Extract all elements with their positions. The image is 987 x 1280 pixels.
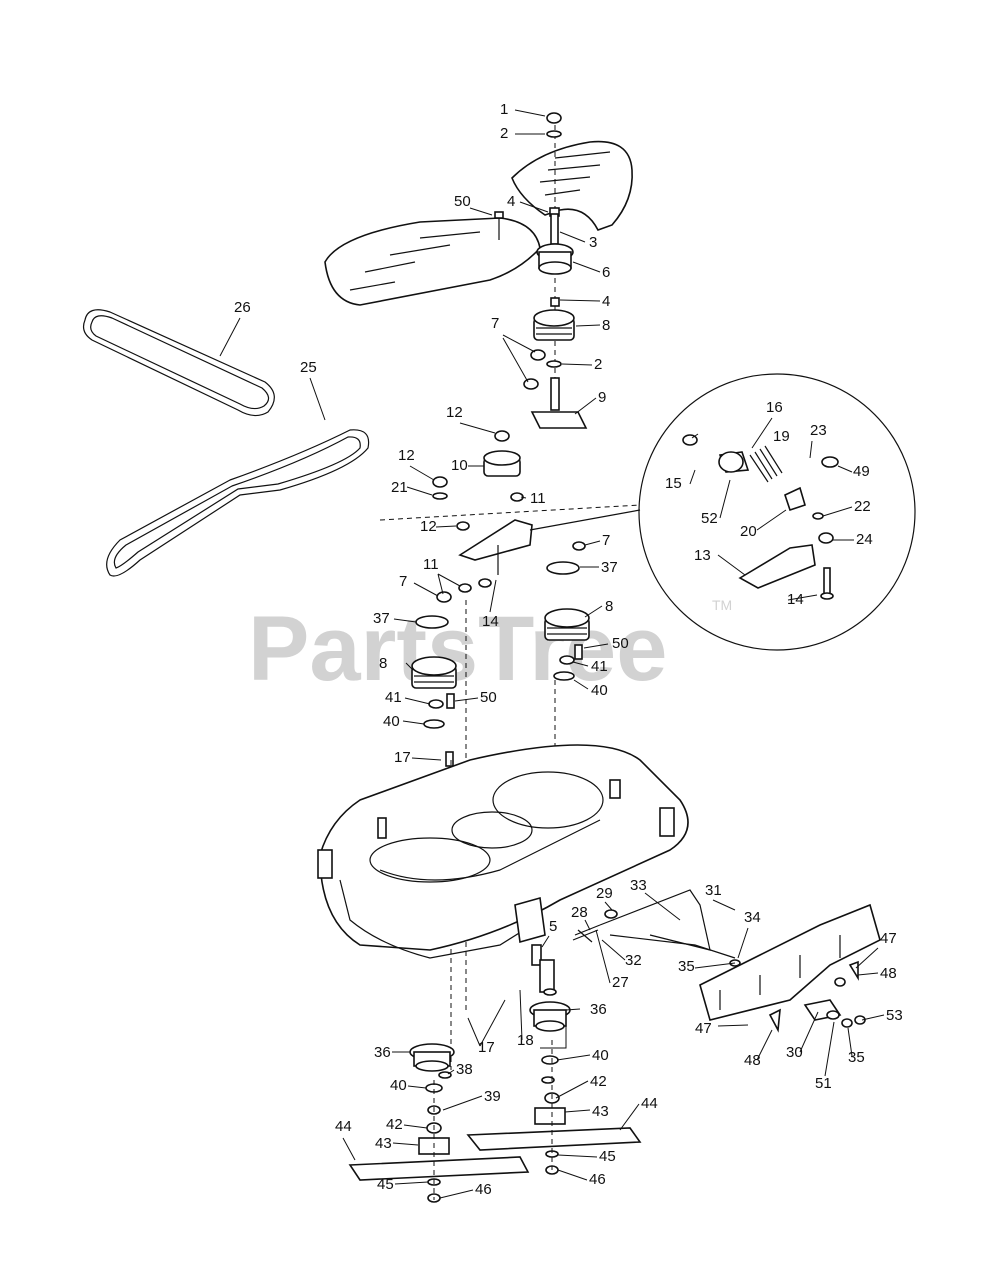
- callout: 48: [880, 965, 897, 982]
- callout: 17: [478, 1039, 495, 1056]
- callout: 15: [665, 475, 682, 492]
- callout: 35: [678, 958, 695, 975]
- belt-shield-right: [511, 140, 633, 231]
- callout: 12: [420, 518, 437, 535]
- callout: 34: [744, 909, 761, 926]
- callout: 41: [385, 689, 402, 706]
- callout: 46: [475, 1181, 492, 1198]
- callout: 21: [391, 479, 408, 496]
- callout: 37: [373, 610, 390, 627]
- callout: 12: [398, 447, 415, 464]
- callout: 47: [695, 1020, 712, 1037]
- center-spindle-assembly: [494, 112, 588, 429]
- callout: 3: [589, 234, 597, 251]
- callout: 53: [886, 1007, 903, 1024]
- callout: 2: [594, 356, 602, 373]
- lower-right-spindle: [466, 959, 642, 1175]
- callout: 40: [591, 682, 608, 699]
- callout: 12: [446, 404, 463, 421]
- callout: 6: [602, 264, 610, 281]
- callout: 36: [590, 1001, 607, 1018]
- callout: 27: [612, 974, 629, 991]
- callout: 29: [596, 885, 613, 902]
- callout: 4: [602, 293, 610, 310]
- callout: 18: [517, 1032, 534, 1049]
- callout: 9: [598, 389, 606, 406]
- callout: 42: [386, 1116, 403, 1133]
- callout: 50: [480, 689, 497, 706]
- belt-shield-left: [324, 217, 541, 306]
- callout: 22: [854, 498, 871, 515]
- callout: 43: [375, 1135, 392, 1152]
- callout: 5: [549, 918, 557, 935]
- callout: 48: [744, 1052, 761, 1069]
- callout: 44: [641, 1095, 658, 1112]
- belt-26: [82, 309, 275, 417]
- callout: 24: [856, 531, 873, 548]
- watermark-brand: PartsTree: [248, 598, 667, 700]
- callout: 40: [592, 1047, 609, 1064]
- callout: 32: [625, 952, 642, 969]
- callout: 50: [612, 635, 629, 652]
- callout: 41: [591, 658, 608, 675]
- callout: 38: [456, 1061, 473, 1078]
- callout: 36: [374, 1044, 391, 1061]
- leader-lines: [219, 109, 885, 1199]
- callout: 33: [630, 877, 647, 894]
- callout: 8: [379, 655, 387, 672]
- callout: 35: [848, 1049, 865, 1066]
- callout: 13: [694, 547, 711, 564]
- callout: 4: [507, 193, 515, 210]
- lift-linkage: [531, 889, 881, 1033]
- callout: 40: [390, 1077, 407, 1094]
- callout: 1: [500, 101, 508, 118]
- callout: 26: [234, 299, 251, 316]
- callout: 7: [399, 573, 407, 590]
- callout: 28: [571, 904, 588, 921]
- callout: 52: [701, 510, 718, 527]
- belt-25: [106, 429, 370, 577]
- mower-deck-housing: [317, 744, 689, 959]
- callout: 49: [853, 463, 870, 480]
- callout: 8: [605, 598, 613, 615]
- callout: 44: [335, 1118, 352, 1135]
- callout: 25: [300, 359, 317, 376]
- detail-inset-circle: [638, 373, 916, 651]
- callout: 7: [602, 532, 610, 549]
- callout: 17: [394, 749, 411, 766]
- callout: 51: [815, 1075, 832, 1092]
- callout: 46: [589, 1171, 606, 1188]
- callout: 50: [454, 193, 471, 210]
- callout: 31: [705, 882, 722, 899]
- callout: 20: [740, 523, 757, 540]
- callout: 14: [482, 613, 499, 630]
- callout: 19: [773, 428, 790, 445]
- callout: 7: [491, 315, 499, 332]
- callout: 42: [590, 1073, 607, 1090]
- callout: 39: [484, 1088, 501, 1105]
- callout: 8: [602, 317, 610, 334]
- callout: 23: [810, 422, 827, 439]
- callout: 16: [766, 399, 783, 416]
- idler-assembly: [379, 430, 641, 603]
- callout: 37: [601, 559, 618, 576]
- callout: 14: [787, 591, 804, 608]
- callout: 10: [451, 457, 468, 474]
- watermark-trademark: TM: [712, 597, 732, 613]
- callout: 11: [423, 556, 439, 573]
- callout: 43: [592, 1103, 609, 1120]
- callout: 45: [377, 1176, 394, 1193]
- callout: 30: [786, 1044, 803, 1061]
- callout: 45: [599, 1148, 616, 1165]
- callout: 2: [500, 125, 508, 142]
- callout: 40: [383, 713, 400, 730]
- callout: 11: [530, 490, 546, 507]
- callout: 47: [880, 930, 897, 947]
- callout-labels: 1 2 4 3 50 6 4 8 7 2 9 26 25 12 10 11 12…: [234, 101, 903, 1198]
